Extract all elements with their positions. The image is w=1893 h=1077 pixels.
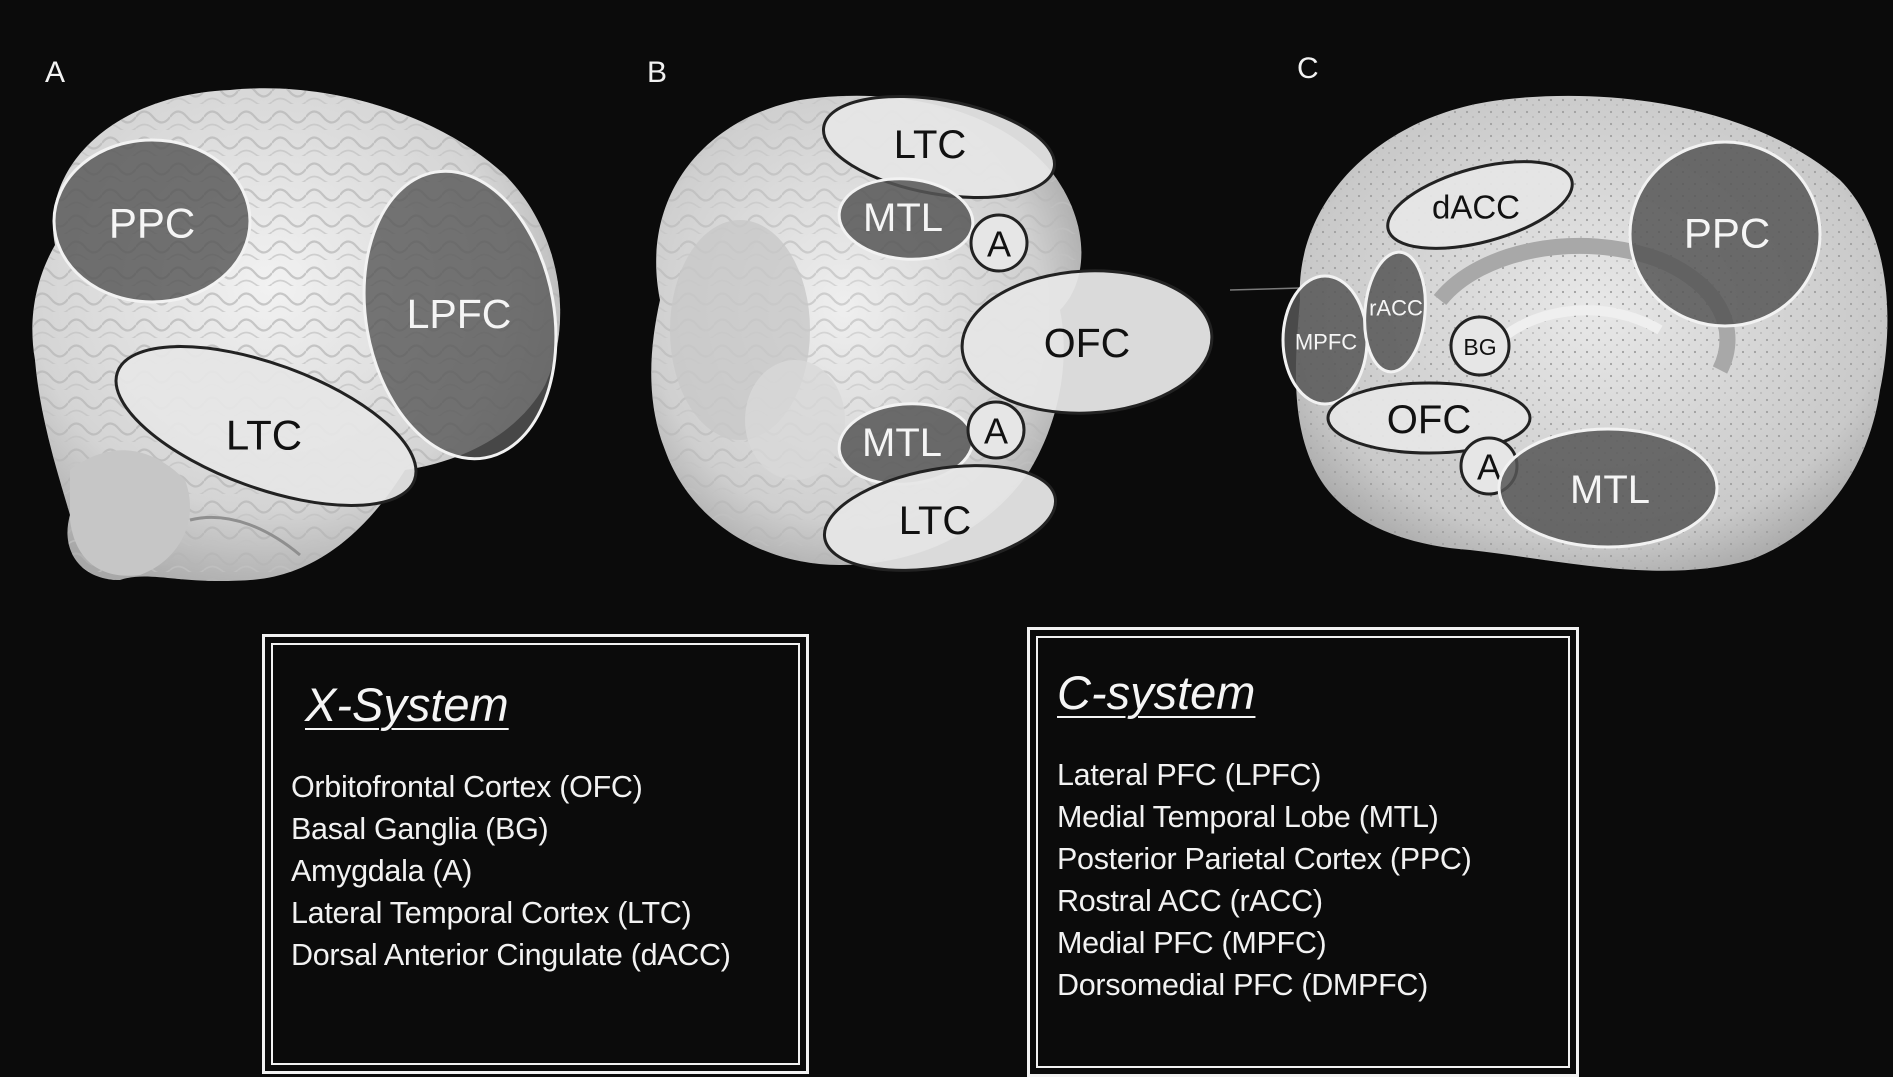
region-label: rACC — [1369, 296, 1423, 321]
legend-item: Dorsal Anterior Cingulate (dACC) — [291, 934, 731, 976]
region-label: A — [987, 224, 1011, 265]
region-label: PPC — [1684, 210, 1770, 257]
region-label: PPC — [109, 200, 195, 247]
region-label: MTL — [862, 421, 942, 465]
legend-item: Amygdala (A) — [291, 850, 731, 892]
region-label: MTL — [1570, 468, 1650, 512]
region-ppc[interactable]: PPC — [1630, 142, 1820, 326]
legend-item: Basal Ganglia (BG) — [291, 808, 731, 850]
region-label: LTC — [899, 499, 972, 543]
legend-item: Medial PFC (MPFC) — [1057, 922, 1471, 964]
legend-item: Dorsomedial PFC (DMPFC) — [1057, 964, 1471, 1006]
region-label: OFC — [1044, 320, 1131, 366]
legend-x-system: X-System Orbitofrontal Cortex (OFC) Basa… — [262, 634, 809, 1074]
region-label: LPFC — [407, 291, 512, 337]
legend-item: Lateral Temporal Cortex (LTC) — [291, 892, 731, 934]
region-amygdala[interactable]: A — [968, 402, 1024, 458]
region-label: A — [984, 411, 1008, 452]
legend-item: Rostral ACC (rACC) — [1057, 880, 1471, 922]
legend-list: Orbitofrontal Cortex (OFC) Basal Ganglia… — [291, 766, 731, 976]
region-label: A — [1477, 447, 1501, 488]
region-label: MPFC — [1295, 330, 1357, 355]
region-label: OFC — [1387, 398, 1471, 442]
region-label: BG — [1463, 334, 1496, 360]
region-mtl[interactable]: MTL — [1499, 429, 1717, 547]
legend-c-system: C-system Lateral PFC (LPFC) Medial Tempo… — [1027, 627, 1579, 1077]
legend-title: X-System — [305, 677, 509, 732]
legend-item: Lateral PFC (LPFC) — [1057, 754, 1471, 796]
region-bg[interactable]: BG — [1451, 317, 1509, 375]
legend-item: Medial Temporal Lobe (MTL) — [1057, 796, 1471, 838]
region-label: MTL — [863, 196, 943, 240]
region-ppc[interactable]: PPC — [54, 140, 250, 302]
brain-diagrams: PPC LPFC LTC LTC MTL A — [0, 0, 1893, 600]
legend-item: Posterior Parietal Cortex (PPC) — [1057, 838, 1471, 880]
region-amygdala[interactable]: A — [971, 215, 1027, 271]
region-label: LTC — [894, 123, 967, 167]
region-label: dACC — [1432, 189, 1520, 226]
legend-item: Orbitofrontal Cortex (OFC) — [291, 766, 731, 808]
legend-title: C-system — [1057, 665, 1255, 720]
region-label: LTC — [226, 412, 302, 459]
legend-list: Lateral PFC (LPFC) Medial Temporal Lobe … — [1057, 754, 1471, 1006]
region-mpfc[interactable]: MPFC — [1283, 276, 1367, 404]
